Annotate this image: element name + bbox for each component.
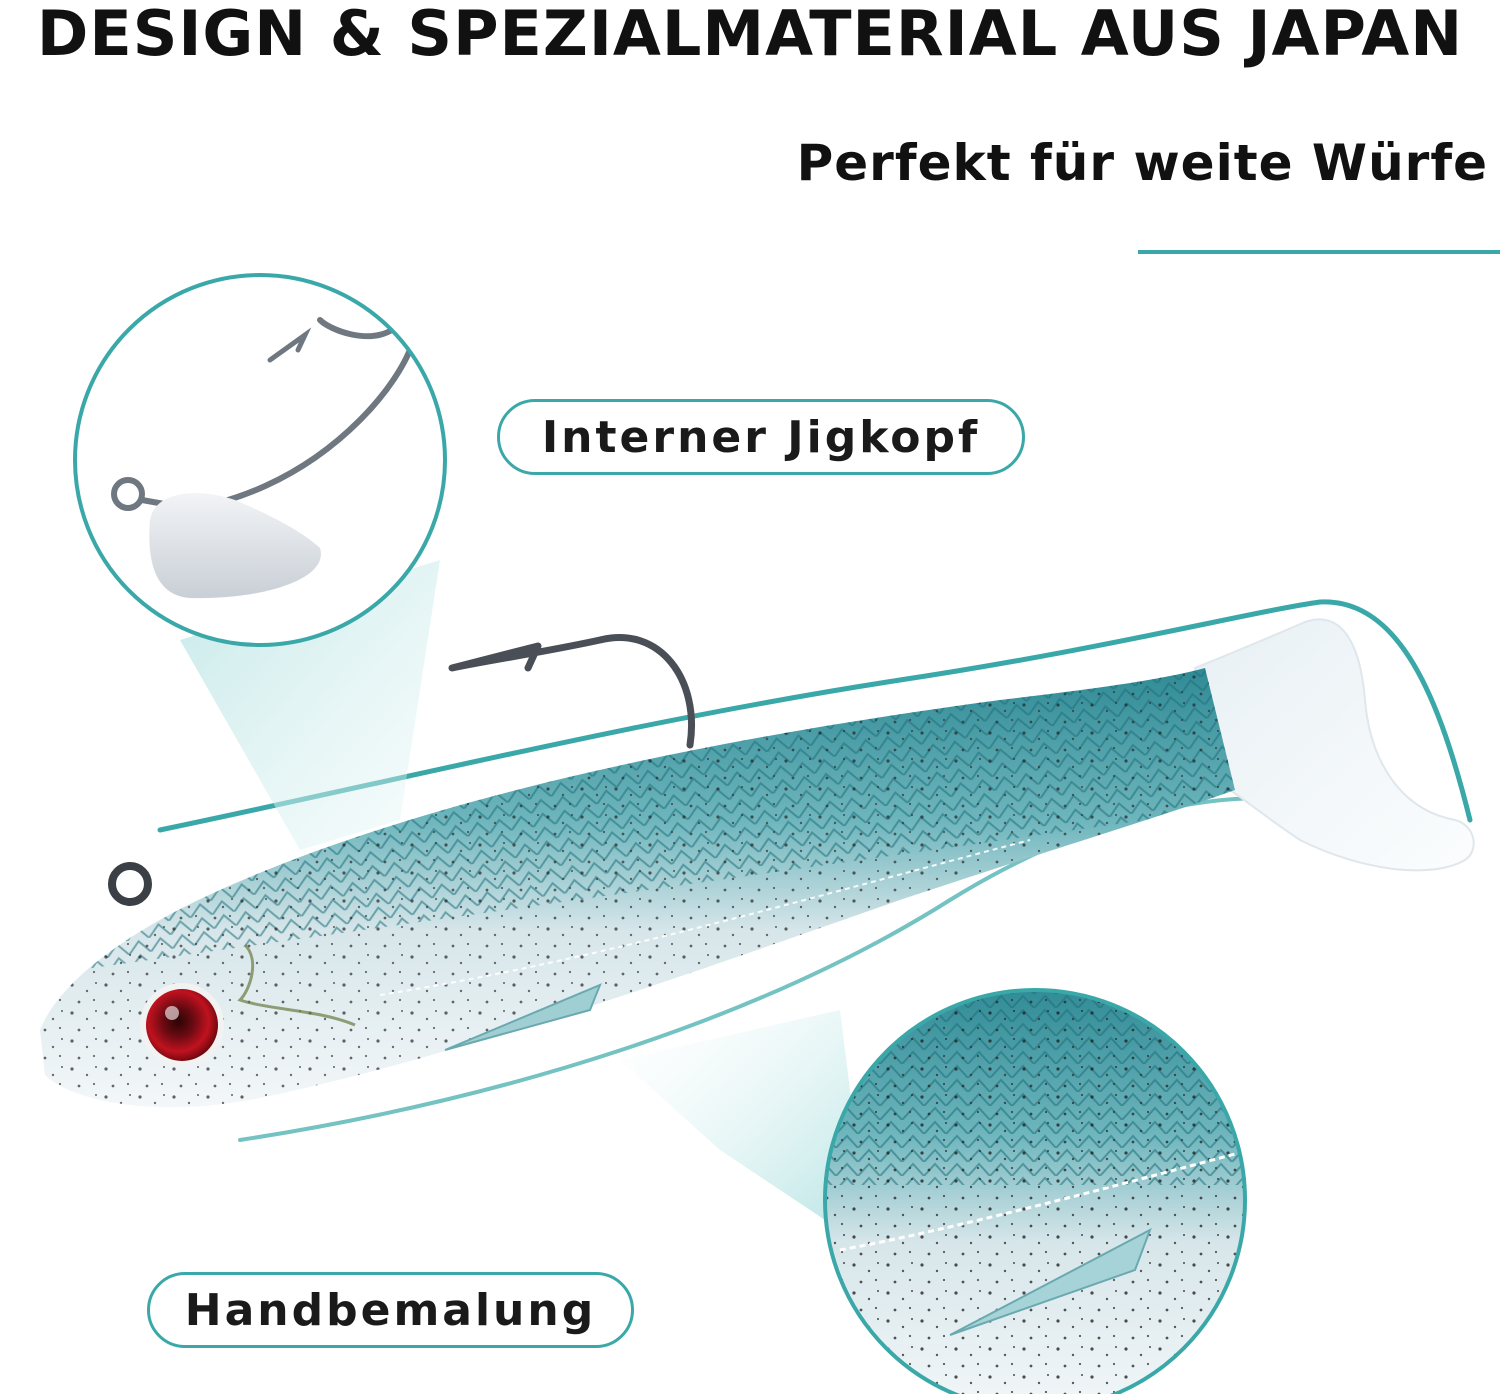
lure-eye xyxy=(146,989,218,1061)
callout-handpaint: Handbemalung xyxy=(147,1272,634,1348)
hook-icon xyxy=(448,634,695,749)
zoom-beam-bottom xyxy=(620,1010,870,1250)
decorative-swoosh xyxy=(157,599,1473,833)
callout-jighead: Interner Jigkopf xyxy=(497,399,1025,475)
scale-texture-icon xyxy=(823,988,1247,1394)
jighead-icon xyxy=(73,273,447,647)
subheadline: Perfekt für weite Würfe xyxy=(796,134,1488,192)
accent-line xyxy=(1138,250,1500,254)
headline: DESIGN & SPEZIALMATERIAL AUS JAPAN xyxy=(36,0,1464,70)
